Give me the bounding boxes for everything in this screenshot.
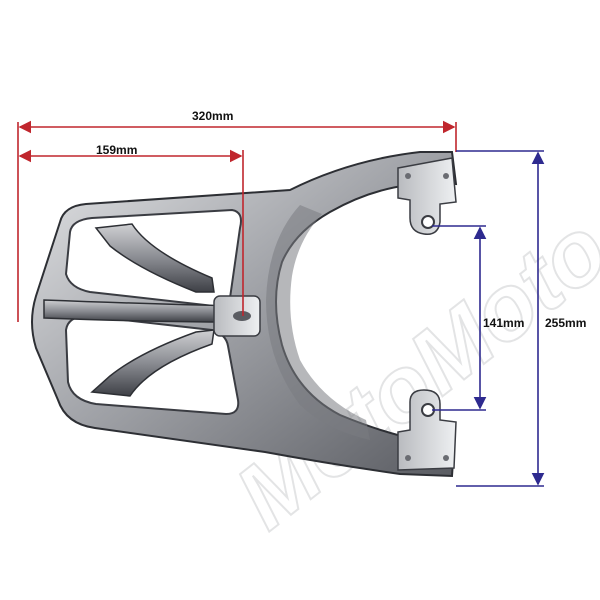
luggage-rack bbox=[31, 151, 458, 478]
mount-spacing-label: 141mm bbox=[483, 316, 525, 330]
top-mount-hole bbox=[421, 215, 435, 229]
top-mount-bracket bbox=[397, 157, 457, 235]
overall-depth-label: 255mm bbox=[545, 316, 587, 330]
rack-arch bbox=[266, 205, 370, 440]
rack-upper-rib bbox=[94, 223, 215, 293]
bottom-mount-bracket bbox=[397, 389, 457, 471]
depth-dimensions bbox=[432, 150, 545, 487]
overall-width-label: 320mm bbox=[192, 109, 234, 123]
center-slot bbox=[233, 311, 251, 321]
rack-lower-rib bbox=[90, 329, 215, 397]
width-dimensions bbox=[17, 120, 457, 322]
half-width-label: 159mm bbox=[96, 143, 138, 157]
